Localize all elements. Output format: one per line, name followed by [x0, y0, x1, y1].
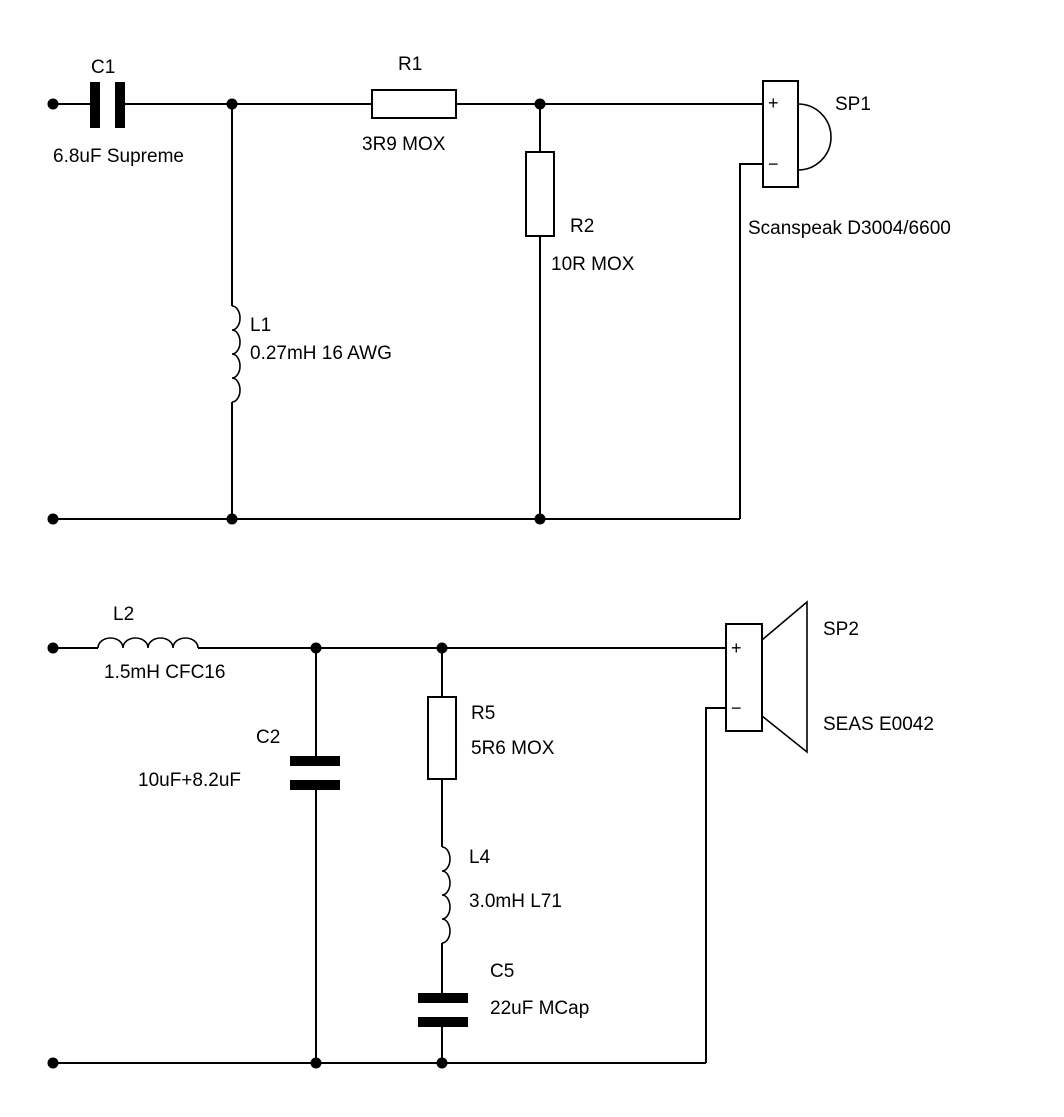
node-tweeter-l1-bottom: [226, 513, 238, 525]
c5-ref: C5: [490, 961, 514, 982]
node-tweeter-r2-bottom: [534, 513, 546, 525]
sp1-minus-sign: −: [768, 154, 779, 174]
sp1-plus-sign: +: [768, 93, 779, 113]
c2-value: 10uF+8.2uF: [138, 770, 241, 791]
l2-ref: L2: [113, 604, 134, 625]
node-woofer-r5-top: [436, 642, 448, 654]
sp1-ref: SP1: [835, 94, 871, 115]
r2-body: [525, 151, 555, 237]
sp1-value: Scanspeak D3004/6600: [748, 218, 951, 239]
c1-plate-left: [90, 82, 100, 128]
l4-ref: L4: [469, 847, 491, 868]
r5-ref: R5: [471, 703, 495, 724]
l4-value: 3.0mH L71: [469, 891, 562, 912]
r2-value: 10R MOX: [551, 254, 635, 275]
sp2-cone: [761, 600, 808, 754]
c1-ref: C1: [91, 57, 115, 78]
sp2-ref: SP2: [823, 619, 859, 640]
sp2-minus-sign: −: [731, 698, 742, 718]
r1-ref: R1: [398, 54, 422, 75]
sp2-body: [725, 623, 763, 732]
l2-value: 1.5mH CFC16: [104, 662, 225, 683]
r1-body: [371, 89, 457, 119]
l1-coil: [231, 305, 241, 403]
l1-ref: L1: [250, 315, 271, 336]
node-woofer-input: [47, 642, 59, 654]
r2-ref: R2: [570, 216, 594, 237]
node-woofer-c5-bottom: [436, 1057, 448, 1069]
c5-plate-bottom: [418, 1017, 468, 1027]
l1-value: 0.27mH 16 AWG: [250, 343, 392, 364]
c1-value: 6.8uF Supreme: [53, 146, 184, 167]
l2-coil: [97, 637, 199, 649]
r5-value: 5R6 MOX: [471, 738, 555, 759]
sp1-dome: [797, 103, 832, 171]
sp2-plus-sign: +: [731, 638, 742, 658]
c2-plate-top: [290, 756, 340, 766]
c1-plate-right: [115, 82, 125, 128]
node-tweeter-ground-left: [47, 513, 59, 525]
sp2-value: SEAS E0042: [823, 714, 934, 735]
l4-coil: [441, 846, 451, 944]
node-woofer-c2-top: [310, 642, 322, 654]
c5-value: 22uF MCap: [490, 998, 589, 1019]
sp1-body: [762, 80, 799, 188]
node-woofer-ground-left: [47, 1057, 59, 1069]
wire-sp1-minus: [739, 163, 763, 519]
node-woofer-c2-bottom: [310, 1057, 322, 1069]
node-tweeter-l1-top: [226, 98, 238, 110]
r1-value: 3R9 MOX: [362, 134, 446, 155]
woofer-section: L2 1.5mH CFC16 C2 10uF+8.2uF R5 5R6 MOX …: [47, 600, 934, 1069]
r5-body: [427, 696, 457, 780]
c5-plate-top: [418, 993, 468, 1003]
c2-ref: C2: [256, 727, 280, 748]
tweeter-section: C1 6.8uF Supreme R1 3R9 MOX R2 10R MOX L…: [47, 54, 951, 525]
c2-plate-bottom: [290, 780, 340, 790]
node-tweeter-r2-top: [534, 98, 546, 110]
wire-sp2-minus: [705, 707, 726, 1063]
node-tweeter-input: [47, 98, 59, 110]
